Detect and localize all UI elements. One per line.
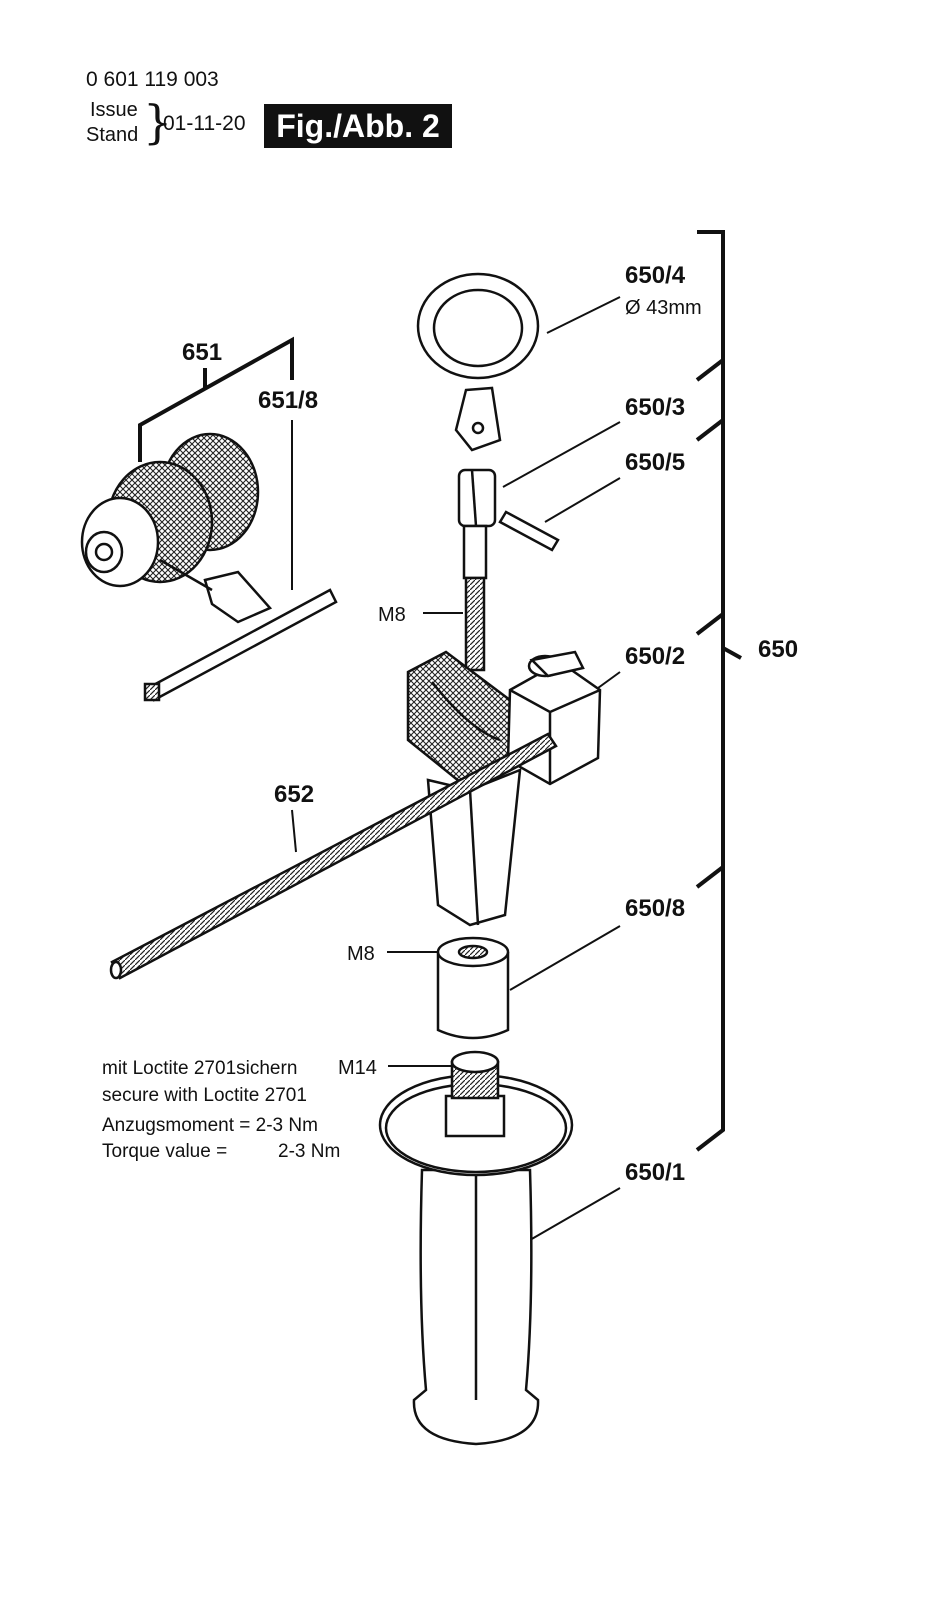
part-labels: 650/4 Ø 43mm 650/3 650/5 650/2 650 650/8…	[182, 262, 798, 1186]
stand-label: Stand	[86, 124, 139, 146]
label-m14: M14	[338, 1057, 377, 1079]
issue-label: Issue	[90, 99, 138, 121]
leader-lines	[291, 296, 621, 1241]
threaded-sleeve-650-8	[436, 936, 510, 1040]
clevis-bolt-650-3	[457, 468, 497, 672]
label-652: 652	[274, 781, 314, 808]
note-torque-en-value: 2-3 Nm	[278, 1141, 340, 1162]
part-number: 0 601 119 003	[86, 68, 219, 91]
label-m8-lower: M8	[347, 943, 375, 965]
assembly-bracket-650	[695, 230, 742, 1152]
label-650-5: 650/5	[625, 449, 685, 476]
note-loctite-de: mit Loctite 2701sichern	[102, 1058, 297, 1079]
note-loctite-en: secure with Loctite 2701	[102, 1085, 307, 1106]
handle-650-1	[378, 1050, 574, 1446]
note-torque-de: Anzugsmoment = 2-3 Nm	[102, 1115, 318, 1136]
label-m8-upper: M8	[378, 604, 406, 626]
issue-date: 01-11-20	[163, 112, 246, 135]
depth-rod-652	[109, 732, 558, 980]
label-650-4: 650/4	[625, 262, 686, 289]
depth-stop-housing-650-2	[406, 650, 602, 927]
label-651: 651	[182, 339, 222, 366]
brace-symbol: }	[143, 95, 173, 149]
note-torque-en-label: Torque value =	[102, 1141, 227, 1162]
assembly-bracket-651	[138, 336, 294, 462]
label-650-3: 650/3	[625, 394, 685, 421]
assembly-notes: mit Loctite 2701sichern secure with Loct…	[102, 1058, 340, 1162]
figure-title: Fig./Abb. 2	[264, 104, 452, 148]
clamp-ring-650-4	[416, 272, 540, 452]
label-650-1: 650/1	[625, 1159, 685, 1186]
label-651-8: 651/8	[258, 387, 318, 414]
label-650: 650	[758, 636, 798, 663]
drill-chuck-651	[80, 432, 260, 588]
chuck-key-651-8	[143, 558, 338, 702]
label-650-8: 650/8	[625, 895, 685, 922]
pin-650-5	[498, 510, 560, 552]
label-650-2: 650/2	[625, 643, 685, 670]
label-650-4-diameter: Ø 43mm	[625, 297, 702, 319]
